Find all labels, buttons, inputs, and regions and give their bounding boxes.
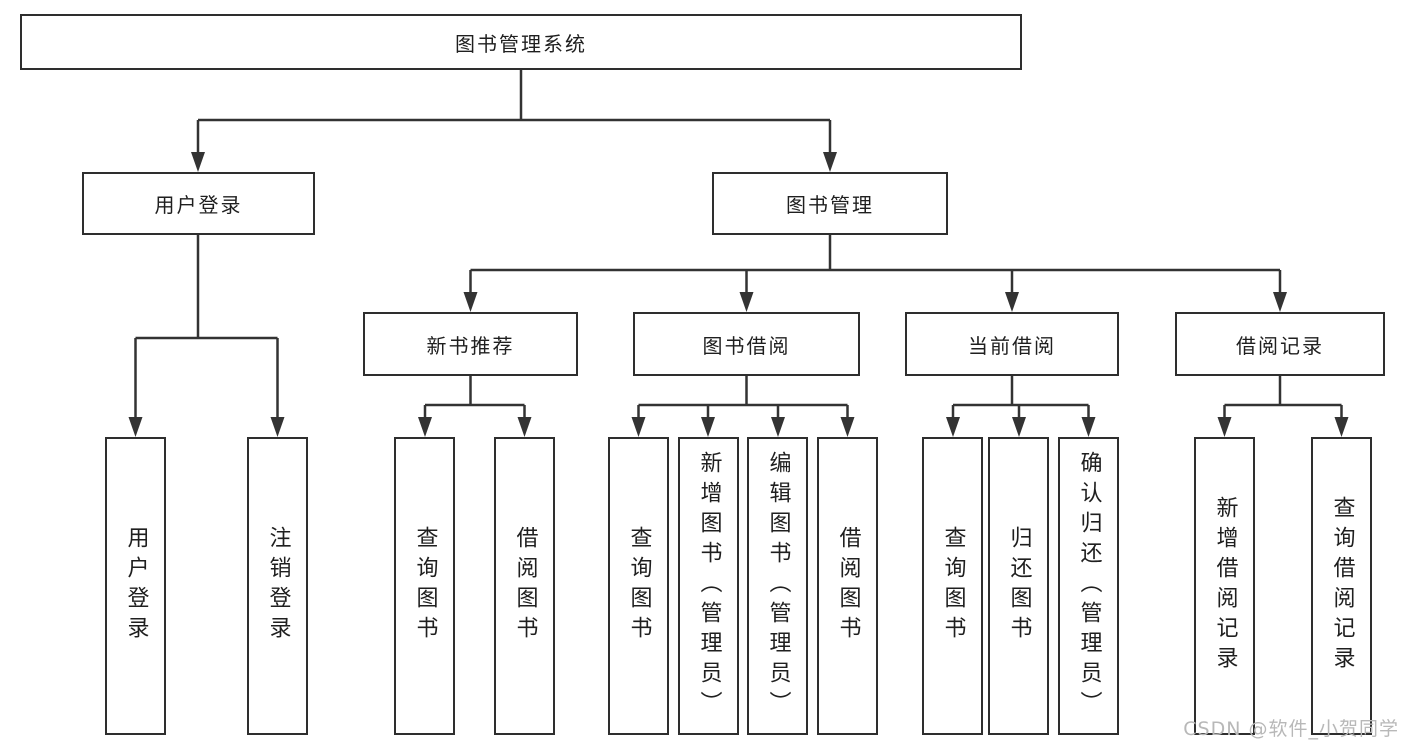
node-label: 新增图书（管理员）	[696, 451, 722, 721]
node-label: 借阅图书	[835, 526, 861, 646]
node-label: 查询借阅记录	[1329, 496, 1355, 676]
leaf-return-books: 归还图书	[988, 437, 1049, 735]
node-current-borrow: 当前借阅	[905, 312, 1119, 376]
node-borrow-records: 借阅记录	[1175, 312, 1385, 376]
leaf-query-books-borrow: 查询图书	[608, 437, 669, 735]
node-label: 查询图书	[940, 526, 966, 646]
node-label: 注销登录	[265, 526, 291, 646]
leaf-logout: 注销登录	[247, 437, 308, 735]
node-label: 查询图书	[626, 526, 652, 646]
node-label: 借阅记录	[1236, 333, 1324, 358]
node-book-borrow: 图书借阅	[633, 312, 860, 376]
node-label: 查询图书	[412, 526, 438, 646]
node-label: 用户登录	[154, 193, 243, 217]
leaf-add-books-admin: 新增图书（管理员）	[678, 437, 739, 735]
node-label: 归还图书	[1006, 526, 1032, 646]
leaf-add-borrow-record: 新增借阅记录	[1194, 437, 1255, 735]
node-label: 新书推荐	[426, 333, 515, 358]
node-label: 确认归还（管理员）	[1076, 451, 1102, 721]
leaf-query-books-recommend: 查询图书	[394, 437, 455, 735]
node-new-book-recommend: 新书推荐	[363, 312, 578, 376]
leaf-borrow-books-recommend: 借阅图书	[494, 437, 555, 735]
node-label: 编辑图书（管理员）	[765, 451, 791, 721]
csdn-watermark: CSDN @软件_小贺同学	[1183, 718, 1399, 740]
node-user-login: 用户登录	[82, 172, 315, 235]
node-label: 新增借阅记录	[1212, 496, 1238, 676]
leaf-query-borrow-record: 查询借阅记录	[1311, 437, 1372, 735]
node-label: 借阅图书	[512, 526, 538, 646]
node-label: 图书管理	[786, 193, 874, 217]
node-label: 当前借阅	[968, 333, 1056, 358]
node-label: 图书借阅	[702, 333, 791, 358]
leaf-edit-books-admin: 编辑图书（管理员）	[747, 437, 808, 735]
leaf-query-books-current: 查询图书	[922, 437, 983, 735]
node-book-management: 图书管理	[712, 172, 948, 235]
leaf-user-login: 用户登录	[105, 437, 166, 735]
node-label: 图书管理系统	[455, 31, 587, 56]
leaf-borrow-books: 借阅图书	[817, 437, 878, 735]
node-library-management-system: 图书管理系统	[20, 14, 1022, 70]
node-label: 用户登录	[123, 526, 149, 646]
leaf-confirm-return-admin: 确认归还（管理员）	[1058, 437, 1119, 735]
